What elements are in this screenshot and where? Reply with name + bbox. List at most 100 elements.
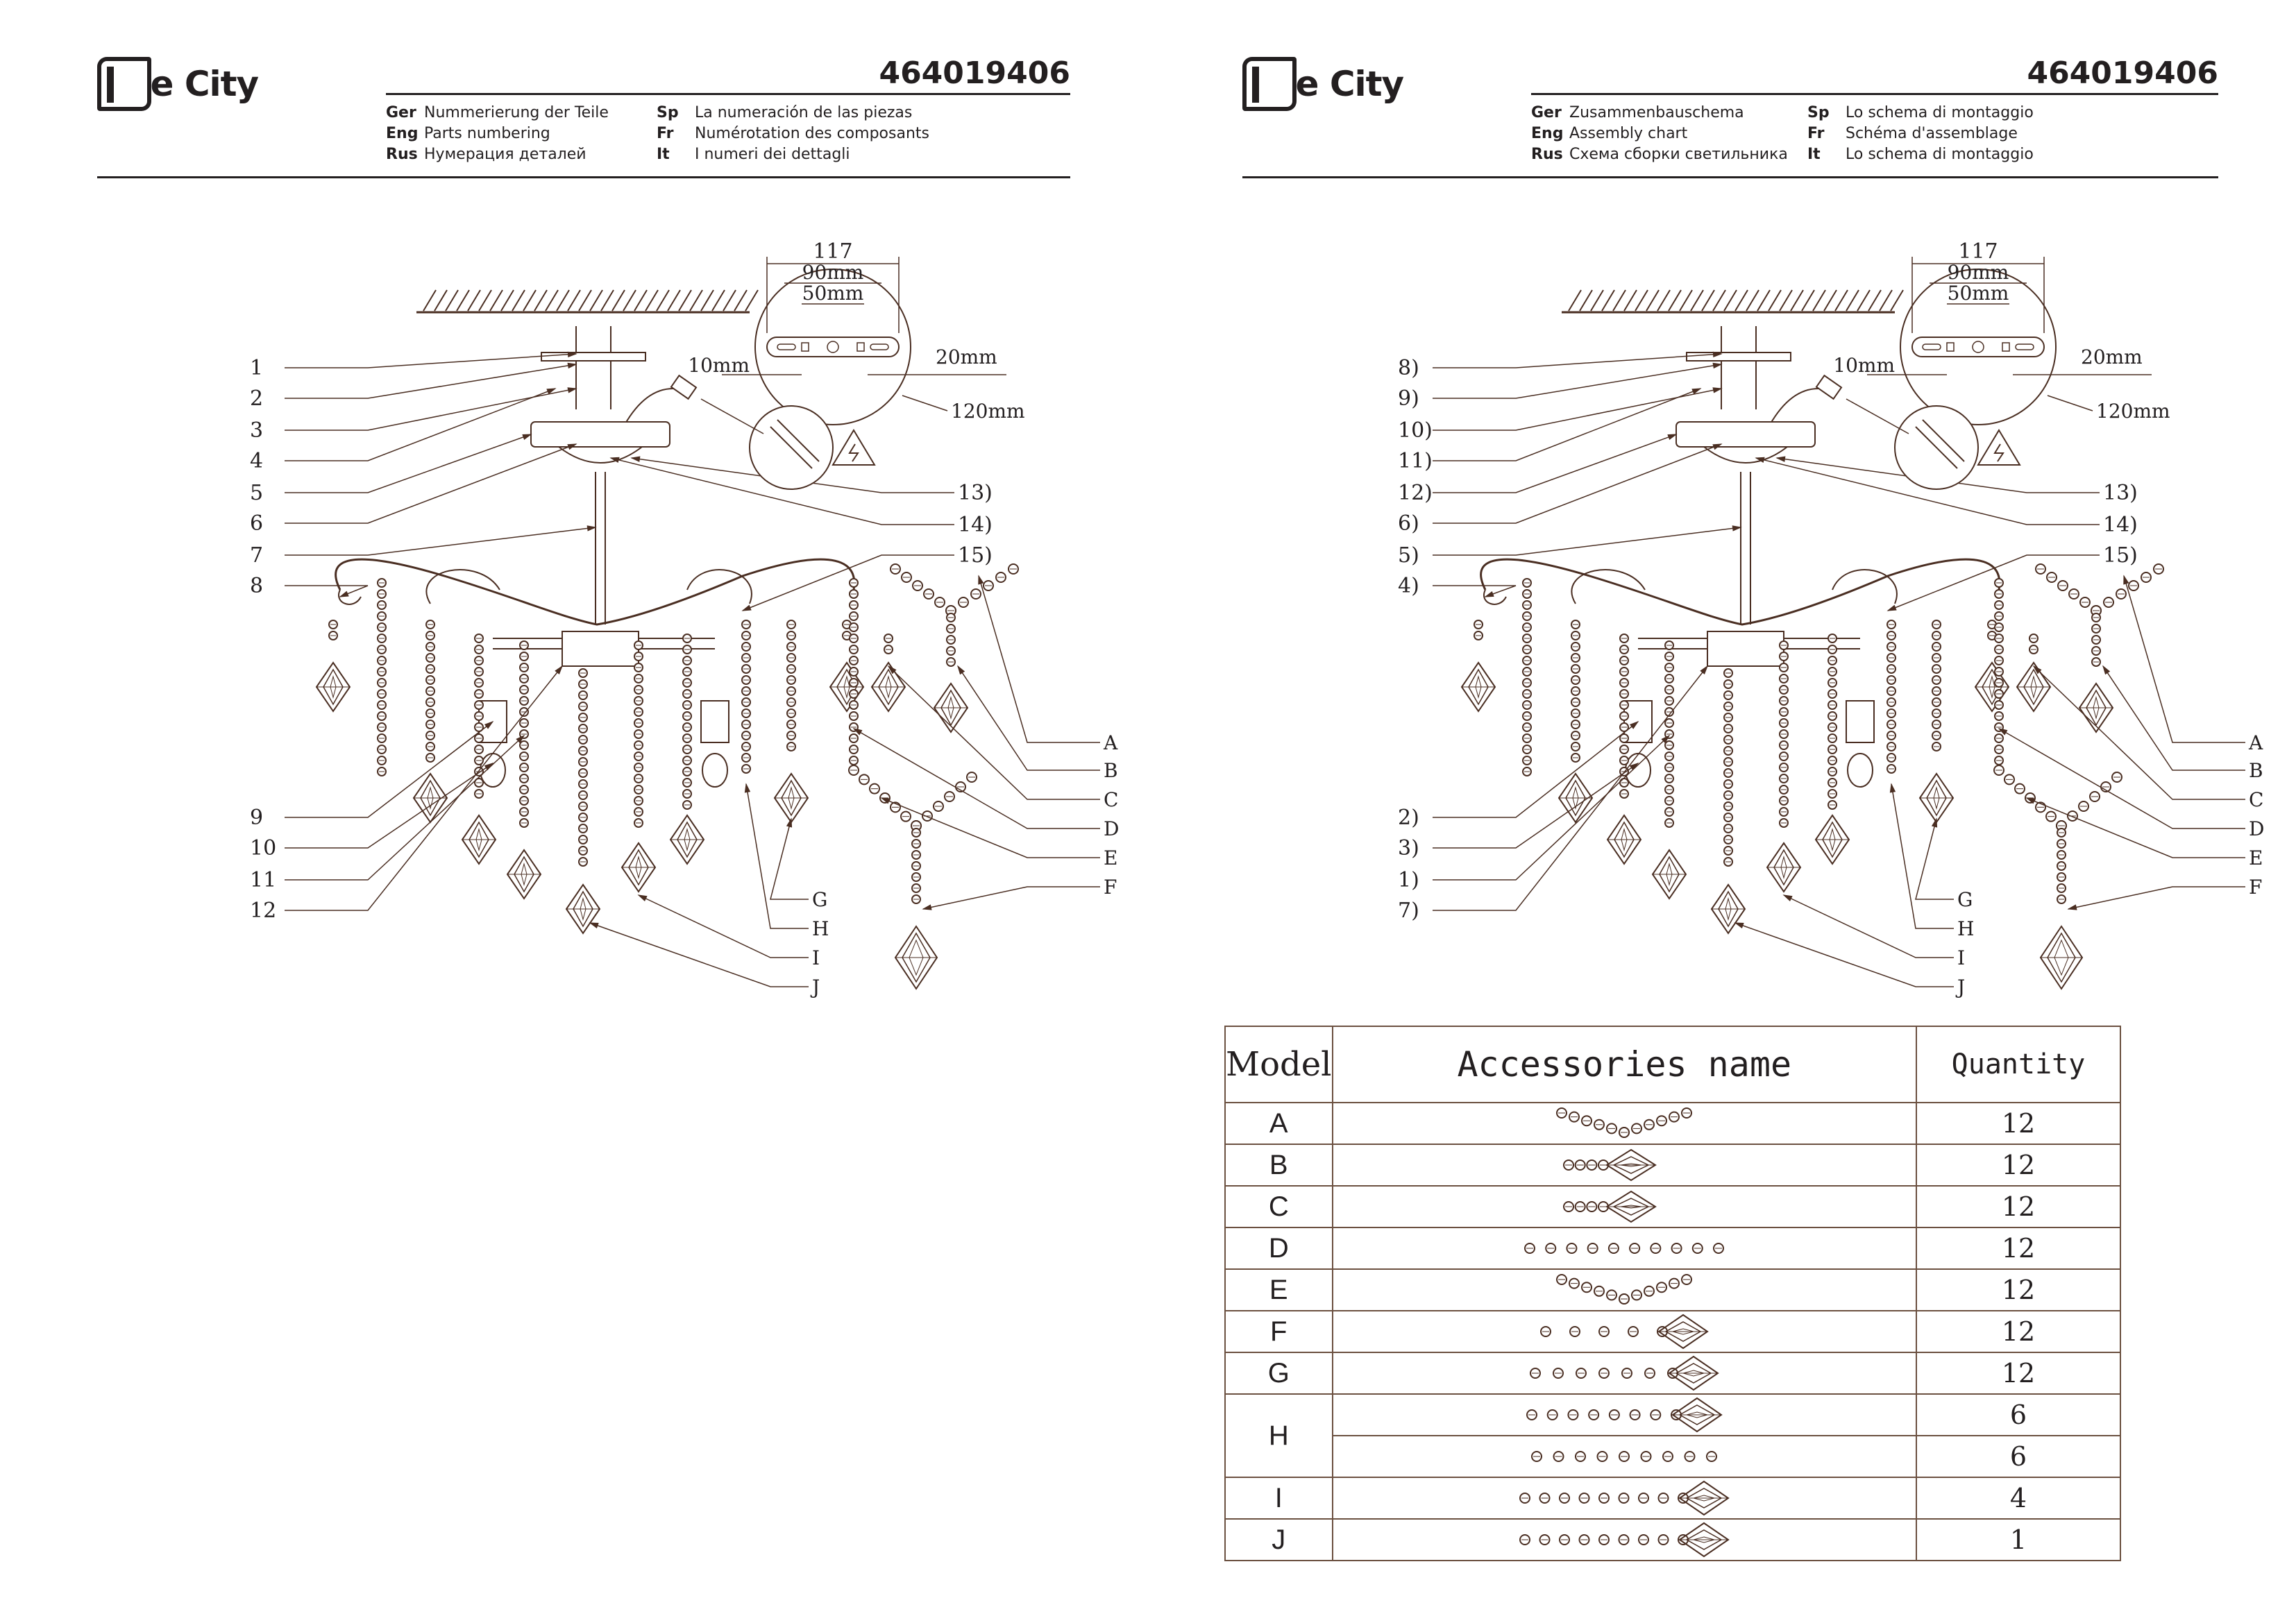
arrowhead [957,665,965,675]
arrowhead [2123,575,2129,585]
table-row: C 12 [1224,1185,2121,1228]
table-row: J 1 [1224,1518,2121,1561]
ceiling-hatch [678,289,692,312]
callout-label: 9) [1398,386,1419,411]
crystal-core [1621,1163,1642,1167]
leader-line [1433,665,1708,911]
crystal-core [1572,786,1579,810]
crystal-pendant-icon [894,925,938,990]
model-cell: J [1224,1518,1333,1561]
header-rule [386,93,1070,95]
arrowhead [978,575,984,585]
leader-line [1433,527,1741,556]
callout-letter: A [1103,731,1118,754]
leader-line [1433,585,1517,597]
ceiling-hatch [1823,289,1837,312]
leader-line [285,735,525,881]
arrowhead [1629,763,1639,771]
callout-label: 3) [1398,836,1419,860]
arrowhead [1667,434,1678,441]
chain-crystal-icon [1331,1393,1918,1436]
arrowhead [1755,457,1765,463]
leader-line [1915,818,1954,900]
warning-icon [1977,429,2021,466]
crystal-pendant-icon [1460,661,1496,713]
leader-line [1433,763,1639,849]
terminal-block-icon [1815,374,1843,400]
callout-label: 15) [2103,543,2138,568]
ceiling-hatch [656,289,670,312]
leader-line [285,527,596,556]
callout-letter: E [2249,847,2263,869]
callout-label: 4 [250,449,263,473]
arrowhead [1782,894,1793,901]
crystal-outline [1678,1522,1730,1558]
callout-label: 8) [1398,356,1419,380]
ceiling-hatch [723,289,736,312]
arrowhead [1734,922,1744,928]
arrowhead [516,734,525,744]
arrowhead [1998,728,2008,736]
crystal-outline [1814,814,1850,865]
crystal-inner [940,689,961,726]
arrowhead [1889,783,1896,793]
dimension-label: 50mm [802,282,864,305]
product-code: 464019406 [879,56,1070,91]
heading-column-1: Ger Nummerierung der Teile Eng Parts num… [386,103,609,165]
leader-line [610,457,954,525]
ceiling-hatch [623,289,636,312]
scroll-inner [686,569,752,604]
heading-sp: Sp Lo schema di montaggio [1807,104,2034,121]
heading-ger: Ger Zusammenbauschema [1531,104,1744,121]
ceiling-hatch [1746,289,1759,312]
crystal-outline [1671,1397,1723,1433]
ceiling-hatch [1890,289,1904,312]
scroll-inner [425,569,500,604]
leader-line [285,721,493,818]
callout-label: 6 [250,511,263,536]
heading-sp: Sp La numeración de las piezas [657,104,913,121]
header-accessories-name: Accessories name [1331,1026,1918,1103]
bracket-hole [2002,342,2010,352]
chandelier-group: 12345678910111213)14)15)ABCDEFGHIJ11790m… [250,239,1119,999]
crystal-pendant-icon [565,883,601,935]
long-chain-icon [1331,1435,1918,1478]
wire [777,419,820,462]
arrowhead [1661,734,1671,744]
leader-line [957,665,1100,771]
callout-label: 11) [1398,449,1433,473]
short-chain-crystal-icon [1331,1144,1918,1187]
header-quantity: Quantity [1916,1026,2121,1103]
leader-line [2102,665,2245,771]
callout-label: 8 [250,574,263,598]
crystal-core [635,856,642,879]
table-row: B 12 [1224,1144,2121,1187]
table-row: A 12 [1224,1102,2121,1145]
ceiling-hatch [523,289,537,312]
bracket-hole [1972,341,1984,353]
heading-rus: Rus Нумерация деталей [386,146,586,163]
crystal-inner [1565,779,1586,817]
callout-label: 5) [1398,543,1419,568]
leader-line [285,665,563,911]
header-divider [1242,176,2218,178]
crystal-outline [1605,1190,1657,1223]
callout-label: 2 [250,386,263,411]
ceiling-hatch [1612,289,1626,312]
crystal-outline [1668,1355,1720,1391]
leader-line [881,797,1100,858]
dimension-label: 50mm [1948,282,2009,305]
callout-label: 7 [250,543,263,568]
dimension-label: 90mm [802,261,864,284]
crystal-core [684,828,691,851]
ceiling-hatch [467,289,481,312]
bulb-icon [480,753,506,788]
arrowhead [630,456,641,462]
heading-it: It Lo schema di montaggio [1807,146,2034,163]
ceiling-hatch [1690,289,1704,312]
chain-crystal-icon [1331,1518,1918,1561]
leader-line [285,434,532,493]
arrowhead [2032,665,2042,674]
quantity-cell: 12 [1916,1102,2121,1145]
header-rule [1531,93,2218,95]
